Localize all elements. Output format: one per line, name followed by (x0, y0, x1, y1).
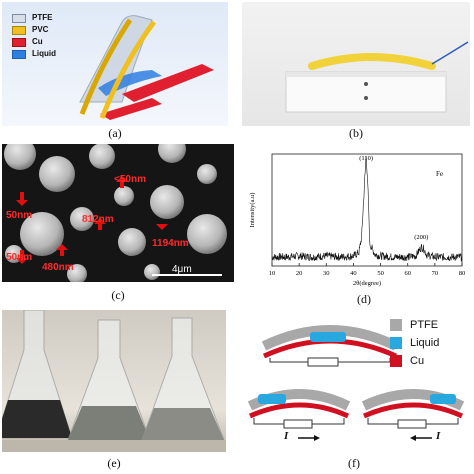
x-tick-label: 40 (350, 270, 357, 277)
legend-label: Cu (32, 37, 43, 46)
legend-a: PTFE PVC Cu Liquid (12, 12, 56, 60)
caption-a: (a) (108, 126, 122, 140)
caption-c: (c) (111, 288, 125, 302)
device-photo (285, 41, 469, 113)
caption-b: (b) (349, 126, 363, 140)
sem-labels: <50nm 50nm 812nm 50nm 480nm 1194nm 4μm (2, 144, 234, 282)
sem-label: 50nm (6, 210, 33, 221)
legend-f: PTFE Liquid Cu (390, 316, 439, 370)
xrd-trace (271, 155, 463, 262)
sem-label: 812nm (82, 214, 114, 225)
sem-label: 480nm (42, 262, 74, 273)
flasks-photo (2, 310, 226, 452)
panel-b (242, 2, 470, 126)
peak-annotation: (200) (414, 234, 428, 241)
legend-a-item: PTFE (12, 12, 56, 24)
legend-label: Fe (436, 170, 443, 178)
operation-schematic (247, 325, 465, 441)
x-tick-label: 70 (432, 270, 439, 277)
panel-e (2, 310, 226, 452)
sem-label: 1194nm (152, 238, 189, 249)
x-tick-label: 20 (296, 270, 303, 277)
legend-swatch (12, 25, 26, 35)
caption-f: (f) (348, 456, 360, 470)
current-label-right: I (436, 430, 441, 442)
panel-d: 10 20 30 40 50 60 70 80 2θ(degree) Intensity(a.u)… (244, 140, 472, 300)
legend-label: PTFE (410, 319, 439, 331)
legend-swatch (390, 355, 402, 367)
sem-label: <50nm (114, 174, 146, 185)
panel-a: PTFE PVC Cu Liquid (2, 2, 228, 126)
x-tick-label: 30 (323, 270, 330, 277)
caption-d: (d) (357, 292, 371, 306)
legend-swatch (12, 49, 26, 59)
legend-f-item: Cu (390, 352, 439, 370)
legend-f-item: PTFE (390, 316, 439, 334)
xrd-chart: 10 20 30 40 50 60 70 80 2θ(degree) Intensity(a.u)… (249, 153, 466, 287)
x-tick-label: 10 (269, 270, 276, 277)
x-tick-label: 50 (377, 270, 384, 277)
legend-f-item: Liquid (390, 334, 439, 352)
legend-a-item: PVC (12, 24, 56, 36)
y-axis-label: Intensity(a.u) (249, 193, 256, 228)
scale-bar-label: 4μm (172, 264, 192, 275)
legend-a-item: Cu (12, 36, 56, 48)
device-schematic (79, 15, 214, 120)
legend-a-item: Liquid (12, 48, 56, 60)
x-tick-label: 60 (404, 270, 411, 277)
legend-label: Liquid (410, 337, 440, 349)
legend-label: Cu (410, 355, 425, 367)
legend-label: Liquid (32, 49, 56, 58)
legend-swatch (390, 319, 402, 331)
caption-e: (e) (107, 456, 121, 470)
sem-image (4, 144, 227, 282)
panel-c: <50nm 50nm 812nm 50nm 480nm 1194nm 4μm (2, 144, 234, 282)
current-label-left: I (284, 430, 289, 442)
legend-swatch (12, 13, 26, 23)
panel-f: PTFE Liquid Cu I I (240, 310, 472, 450)
legend-label: PVC (32, 25, 49, 34)
legend-swatch (12, 37, 26, 47)
legend-swatch (390, 337, 402, 349)
sem-label: 50nm (6, 252, 33, 263)
peak-annotation: (110) (359, 155, 373, 162)
x-tick-label: 80 (459, 270, 466, 277)
plot-frame (271, 153, 463, 267)
x-axis-label: 2θ(degree) (353, 280, 381, 287)
legend-label: PTFE (32, 13, 53, 22)
